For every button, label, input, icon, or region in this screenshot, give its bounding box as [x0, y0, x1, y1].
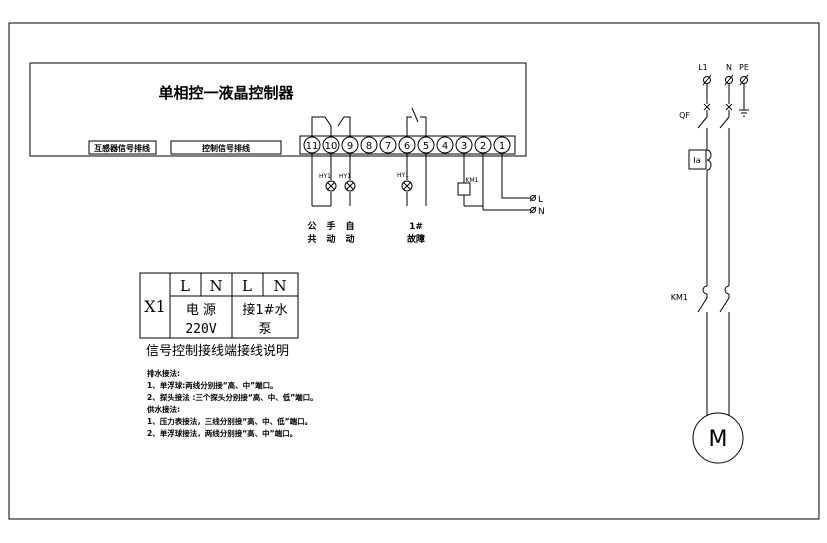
drain-rule-2: 2、探头接法 :三个探头分别接“高、中、低”端口。 [147, 392, 318, 402]
current-transformer-ia: Ia [688, 149, 712, 171]
x1-pump-label-2: 泵 [258, 322, 271, 337]
port-left-label: 互感器信号排线 [94, 143, 150, 153]
internal-contact-left [311, 116, 351, 137]
label-N: N [726, 63, 732, 72]
label-L1: L1 [698, 63, 708, 72]
svg-text:5: 5 [423, 141, 429, 152]
label-PE: PE [739, 63, 749, 72]
svg-text:1: 1 [499, 141, 505, 152]
relay-label: KM1 [466, 177, 479, 184]
supply-L: L [529, 194, 543, 205]
terminal-6: 6 [398, 136, 416, 154]
instructions-heading: 信号控制接线端接线说明 [146, 343, 289, 359]
x1-power-voltage: 220V [185, 322, 216, 337]
svg-text:9: 9 [347, 141, 353, 152]
x1-name: X1 [144, 297, 166, 316]
svg-text:11: 11 [306, 141, 319, 152]
lamp-hy1-3: HY1 [397, 172, 413, 192]
terminal-2: 2 [474, 136, 492, 154]
power-circuit: L1 N PE QF [671, 63, 749, 464]
label-manual-top: 手 [326, 220, 335, 232]
label-QF: QF [679, 111, 690, 120]
port-right [170, 140, 282, 155]
terminal-7: 7 [379, 136, 397, 154]
label-fault-top: 1# [409, 222, 423, 232]
terminal-1: 1 [493, 136, 511, 154]
terminal-N [724, 74, 734, 86]
label-Ia: Ia [693, 156, 700, 165]
terminal-4: 4 [436, 136, 454, 154]
svg-text:2: 2 [480, 141, 486, 152]
relay-km1: KM1 [457, 177, 479, 196]
controller-box: 单相控一液晶控制器 互感器信号排线 控制信号排线 11 10 9 8 7 6 5… [29, 62, 527, 157]
svg-text:10: 10 [325, 141, 338, 152]
lamp-label: HY1 [319, 173, 331, 180]
lamp-hy1-1: HY1 [319, 173, 337, 192]
x1-terminal-table: X1 L N L N 电 源 220V 接1#水 泵 [139, 272, 299, 339]
terminal-PE [739, 74, 749, 86]
x1-header-l2: L [242, 277, 252, 295]
x1-header-n1: N [209, 277, 222, 295]
port-right-label: 控制信号排线 [202, 143, 250, 153]
supply-L-label: L [538, 195, 543, 205]
label-common-bottom: 共 [307, 233, 316, 245]
function-labels: 公 共 手 动 自 动 1# 故障 [307, 220, 425, 245]
drain-title: 排水接法: [147, 368, 180, 378]
drain-rule-1: 1、单浮球:两线分别接“高、中”端口。 [147, 380, 278, 390]
contactor-km1 [697, 285, 730, 313]
svg-text:8: 8 [366, 141, 372, 152]
x1-header-n2: N [273, 277, 286, 295]
lamp-label: HY1 [339, 173, 351, 180]
x1-power-label: 电 源 [186, 303, 216, 318]
x1-pump-label: 接1#水 [242, 302, 287, 318]
svg-text:3: 3 [461, 141, 467, 152]
controller-title: 单相控一液晶控制器 [158, 84, 294, 102]
motor: M [692, 412, 744, 464]
breaker-qf [697, 103, 733, 129]
lamp-hy1-2: HY1 [339, 173, 356, 192]
svg-text:6: 6 [404, 141, 410, 152]
instructions: 信号控制接线端接线说明 排水接法: 1、单浮球:两线分别接“高、中”端口。 2、… [146, 343, 318, 438]
label-manual-bottom: 动 [326, 234, 335, 245]
label-KM1: KM1 [671, 293, 688, 302]
external-wiring [311, 154, 530, 211]
terminal-8: 8 [360, 136, 378, 154]
terminal-L1 [702, 74, 712, 86]
supply-rule-1: 1、压力表接法，三线分别接“高、中、低”端口。 [147, 416, 312, 426]
supply-title: 供水接法: [146, 404, 180, 414]
terminal-10: 10 [322, 136, 340, 154]
lamp-label: HY1 [397, 172, 409, 179]
label-common-top: 公 [307, 221, 316, 232]
supply-N: N [529, 206, 545, 217]
svg-text:7: 7 [385, 141, 391, 152]
svg-text:4: 4 [442, 141, 448, 152]
supply-rule-2: 2、单浮球接法，两线分别接“高、中”端口。 [147, 428, 297, 438]
motor-label: M [709, 427, 728, 452]
label-fault-bottom: 故障 [407, 233, 425, 245]
ground-pe [739, 104, 749, 117]
label-auto-top: 自 [345, 220, 354, 232]
label-auto-bottom: 动 [345, 234, 354, 245]
port-left [88, 140, 157, 155]
terminal-5: 5 [417, 136, 435, 154]
internal-contact-right [406, 107, 427, 137]
drawing-frame [8, 22, 820, 520]
supply-N-label: N [538, 207, 545, 217]
terminal-9: 9 [341, 136, 359, 154]
x1-header-l1: L [180, 277, 190, 295]
terminal-3: 3 [455, 136, 473, 154]
terminal-11: 11 [303, 136, 321, 154]
